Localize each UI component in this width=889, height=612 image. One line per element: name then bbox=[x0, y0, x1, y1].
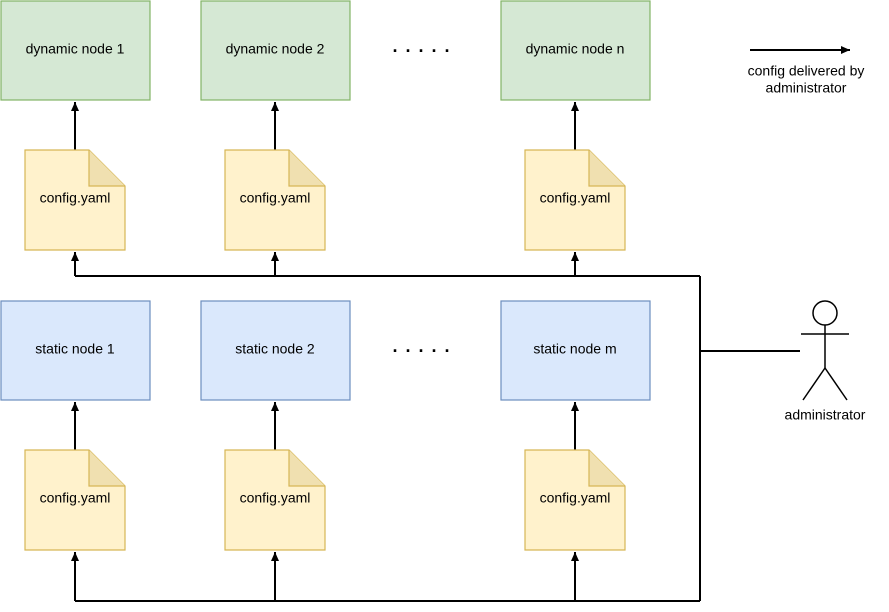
dynamic-node-n-label: dynamic node n bbox=[526, 41, 625, 57]
static-node-m: static node m bbox=[500, 300, 651, 401]
config-file-label: config.yaml bbox=[40, 190, 111, 206]
config-file-label: config.yaml bbox=[540, 490, 611, 506]
dynamic-node-n: dynamic node n bbox=[500, 0, 651, 101]
static-node-1-label: static node 1 bbox=[35, 341, 115, 357]
static-node-2-label: static node 2 bbox=[235, 341, 315, 357]
static-node-m-label: static node m bbox=[533, 341, 616, 357]
config-file-label: config.yaml bbox=[540, 190, 611, 206]
dynamic-node-2-label: dynamic node 2 bbox=[226, 41, 325, 57]
dynamic-node-2: dynamic node 2 bbox=[200, 0, 351, 101]
connectors bbox=[71, 46, 850, 602]
legend-text-line-2: administrator bbox=[766, 80, 847, 96]
config-file-static-2: config.yaml bbox=[224, 449, 326, 551]
config-file-dynamic-1: config.yaml bbox=[24, 149, 126, 251]
static-row-ellipsis: · · · · · bbox=[393, 341, 452, 361]
config-file-dynamic-n: config.yaml bbox=[524, 149, 626, 251]
static-node-2: static node 2 bbox=[200, 300, 351, 401]
config-file-static-1: config.yaml bbox=[24, 449, 126, 551]
config-file-label: config.yaml bbox=[40, 490, 111, 506]
dynamic-node-1-label: dynamic node 1 bbox=[26, 41, 125, 57]
config-file-dynamic-2: config.yaml bbox=[224, 149, 326, 251]
dynamic-row-ellipsis: · · · · · bbox=[393, 41, 452, 61]
stick-figure-actor-icon bbox=[801, 300, 849, 401]
config-file-static-m: config.yaml bbox=[524, 449, 626, 551]
dynamic-node-1: dynamic node 1 bbox=[0, 0, 151, 101]
config-file-label: config.yaml bbox=[240, 190, 311, 206]
static-node-1: static node 1 bbox=[0, 300, 151, 401]
administrator-label: administrator bbox=[785, 407, 866, 423]
config-file-label: config.yaml bbox=[240, 490, 311, 506]
legend-text-line-1: config delivered by bbox=[748, 63, 865, 79]
